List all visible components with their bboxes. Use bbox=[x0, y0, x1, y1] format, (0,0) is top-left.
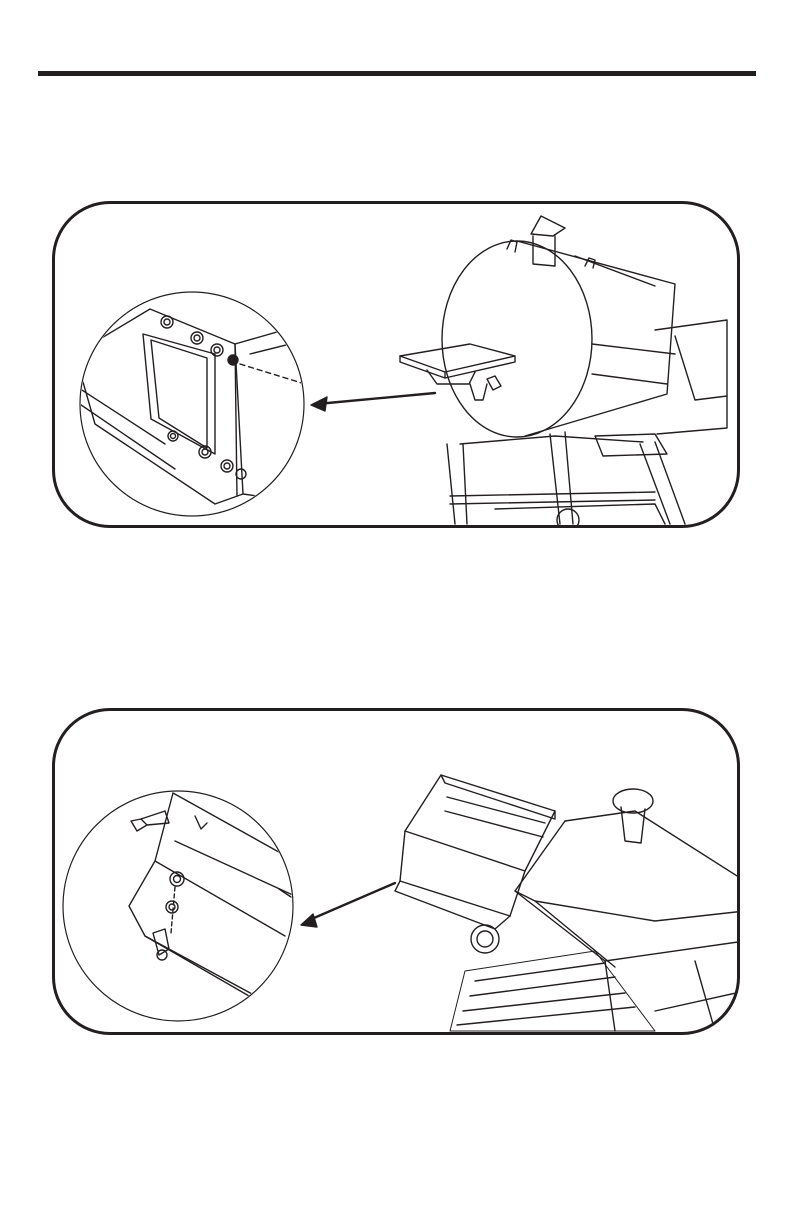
detail-callout bbox=[63, 791, 295, 1021]
header-rule bbox=[38, 71, 756, 76]
smoker-grill bbox=[395, 775, 737, 1031]
illustration-panel-2 bbox=[52, 708, 740, 1035]
illustration-panel-1 bbox=[52, 201, 740, 528]
smoker-shelf-underside-illustration bbox=[55, 711, 737, 1032]
arrow-icon bbox=[301, 883, 395, 927]
smoker-grill bbox=[400, 216, 727, 525]
smoker-shelf-illustration bbox=[55, 204, 737, 525]
detail-callout bbox=[65, 292, 315, 516]
arrow-icon bbox=[311, 393, 435, 411]
